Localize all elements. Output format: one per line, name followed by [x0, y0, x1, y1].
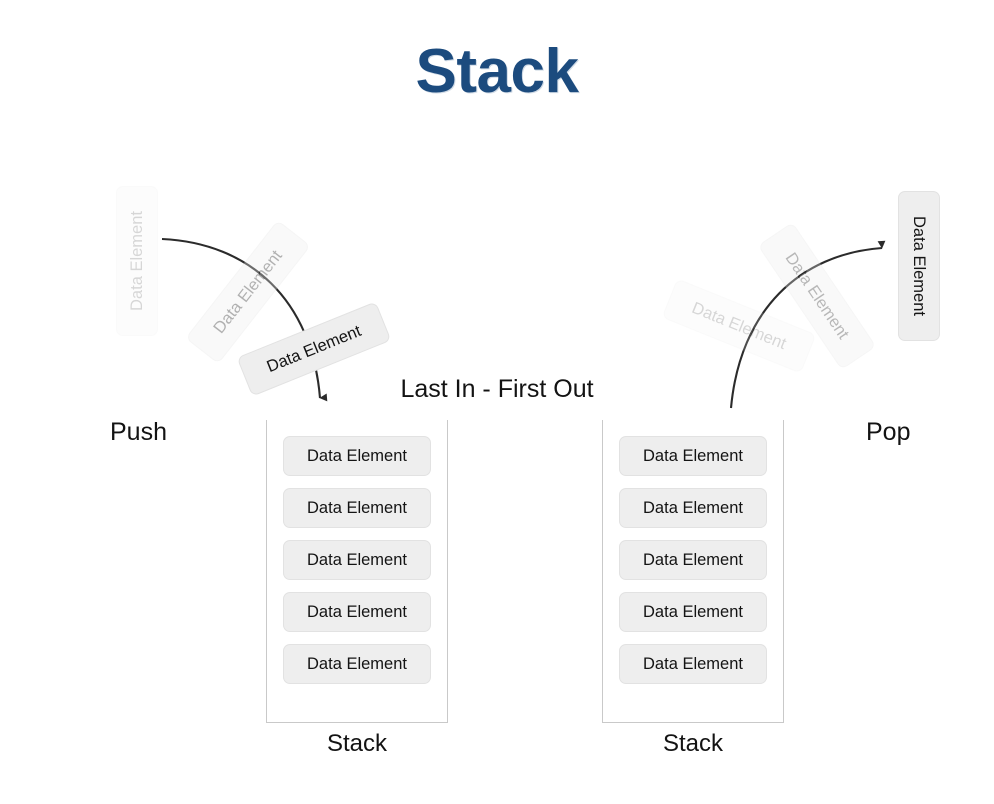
lifo-caption: Last In - First Out — [400, 375, 594, 403]
stack-right-caption: Stack — [662, 730, 724, 757]
stack-right-item: Data Element — [619, 540, 767, 580]
element-label: Data Element — [127, 211, 146, 311]
pop-element-active: Data Element — [898, 191, 940, 341]
element-label: Data Element — [689, 298, 789, 353]
element-label: Data Element — [910, 216, 929, 316]
stack-right-item: Data Element — [619, 592, 767, 632]
stack-right-item: Data Element — [619, 436, 767, 476]
push-element-ghost-1: Data Element — [116, 186, 158, 336]
element-label: Data Element — [264, 321, 364, 376]
stack-left-caption: Stack — [326, 730, 388, 757]
stack-left-item: Data Element — [283, 592, 431, 632]
push-label: Push — [110, 418, 167, 446]
stack-right: Data Element Data Element Data Element D… — [602, 420, 784, 723]
element-label: Data Element — [209, 246, 286, 337]
stack-left-item: Data Element — [283, 488, 431, 528]
stack-left-item: Data Element — [283, 644, 431, 684]
stack-right-item: Data Element — [619, 488, 767, 528]
stack-left: Data Element Data Element Data Element D… — [266, 420, 448, 723]
stack-left-item: Data Element — [283, 436, 431, 476]
stack-left-item: Data Element — [283, 540, 431, 580]
page-title: Stack — [415, 37, 579, 106]
stack-right-item: Data Element — [619, 644, 767, 684]
pop-label: Pop — [866, 418, 911, 446]
